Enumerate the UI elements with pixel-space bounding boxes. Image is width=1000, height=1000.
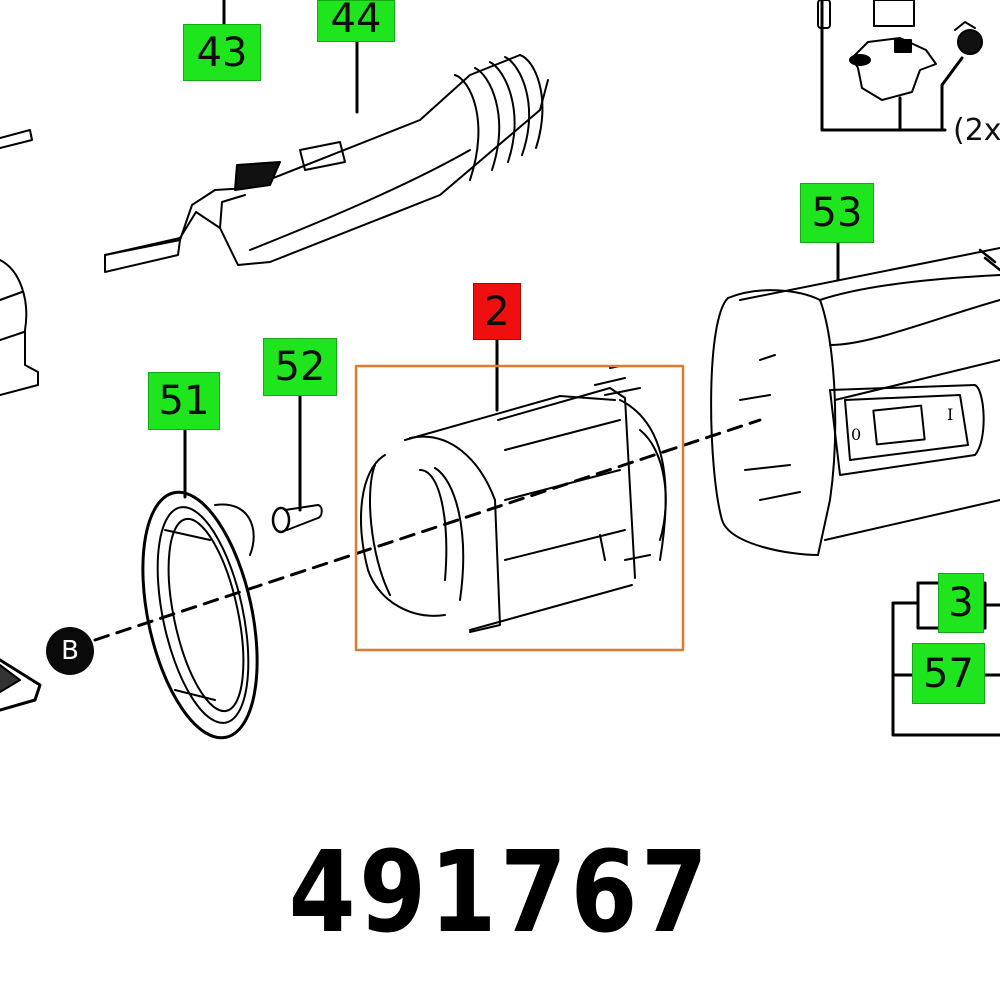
callout-57[interactable]: 57: [912, 643, 985, 704]
callout-44[interactable]: 44: [317, 0, 395, 42]
reference-marker-b: B: [46, 627, 94, 675]
quantity-note: (2x: [953, 113, 1000, 148]
brush-holder-art: [817, 0, 983, 132]
assembly-axis: [93, 418, 762, 642]
screw-art: [271, 504, 323, 534]
callout-53[interactable]: 53: [800, 183, 874, 243]
callout-3[interactable]: 3: [938, 573, 984, 633]
callout-51[interactable]: 51: [148, 372, 220, 430]
svg-text:I: I: [947, 405, 953, 424]
left-edge-fragments-art: [0, 129, 42, 712]
svg-text:0: 0: [851, 425, 861, 444]
motor-housing-art: 0 I: [710, 247, 1000, 556]
cable-sleeve-art: [104, 54, 549, 273]
callout-43[interactable]: 43: [183, 24, 261, 81]
callout-2-highlighted[interactable]: 2: [473, 283, 521, 340]
stator-art: [360, 365, 667, 633]
callout-52[interactable]: 52: [263, 338, 337, 396]
flange-ring-art: [141, 490, 259, 740]
part-number: 491767: [288, 828, 712, 958]
leader-lines: [183, 0, 840, 512]
highlight-box: [354, 364, 685, 652]
